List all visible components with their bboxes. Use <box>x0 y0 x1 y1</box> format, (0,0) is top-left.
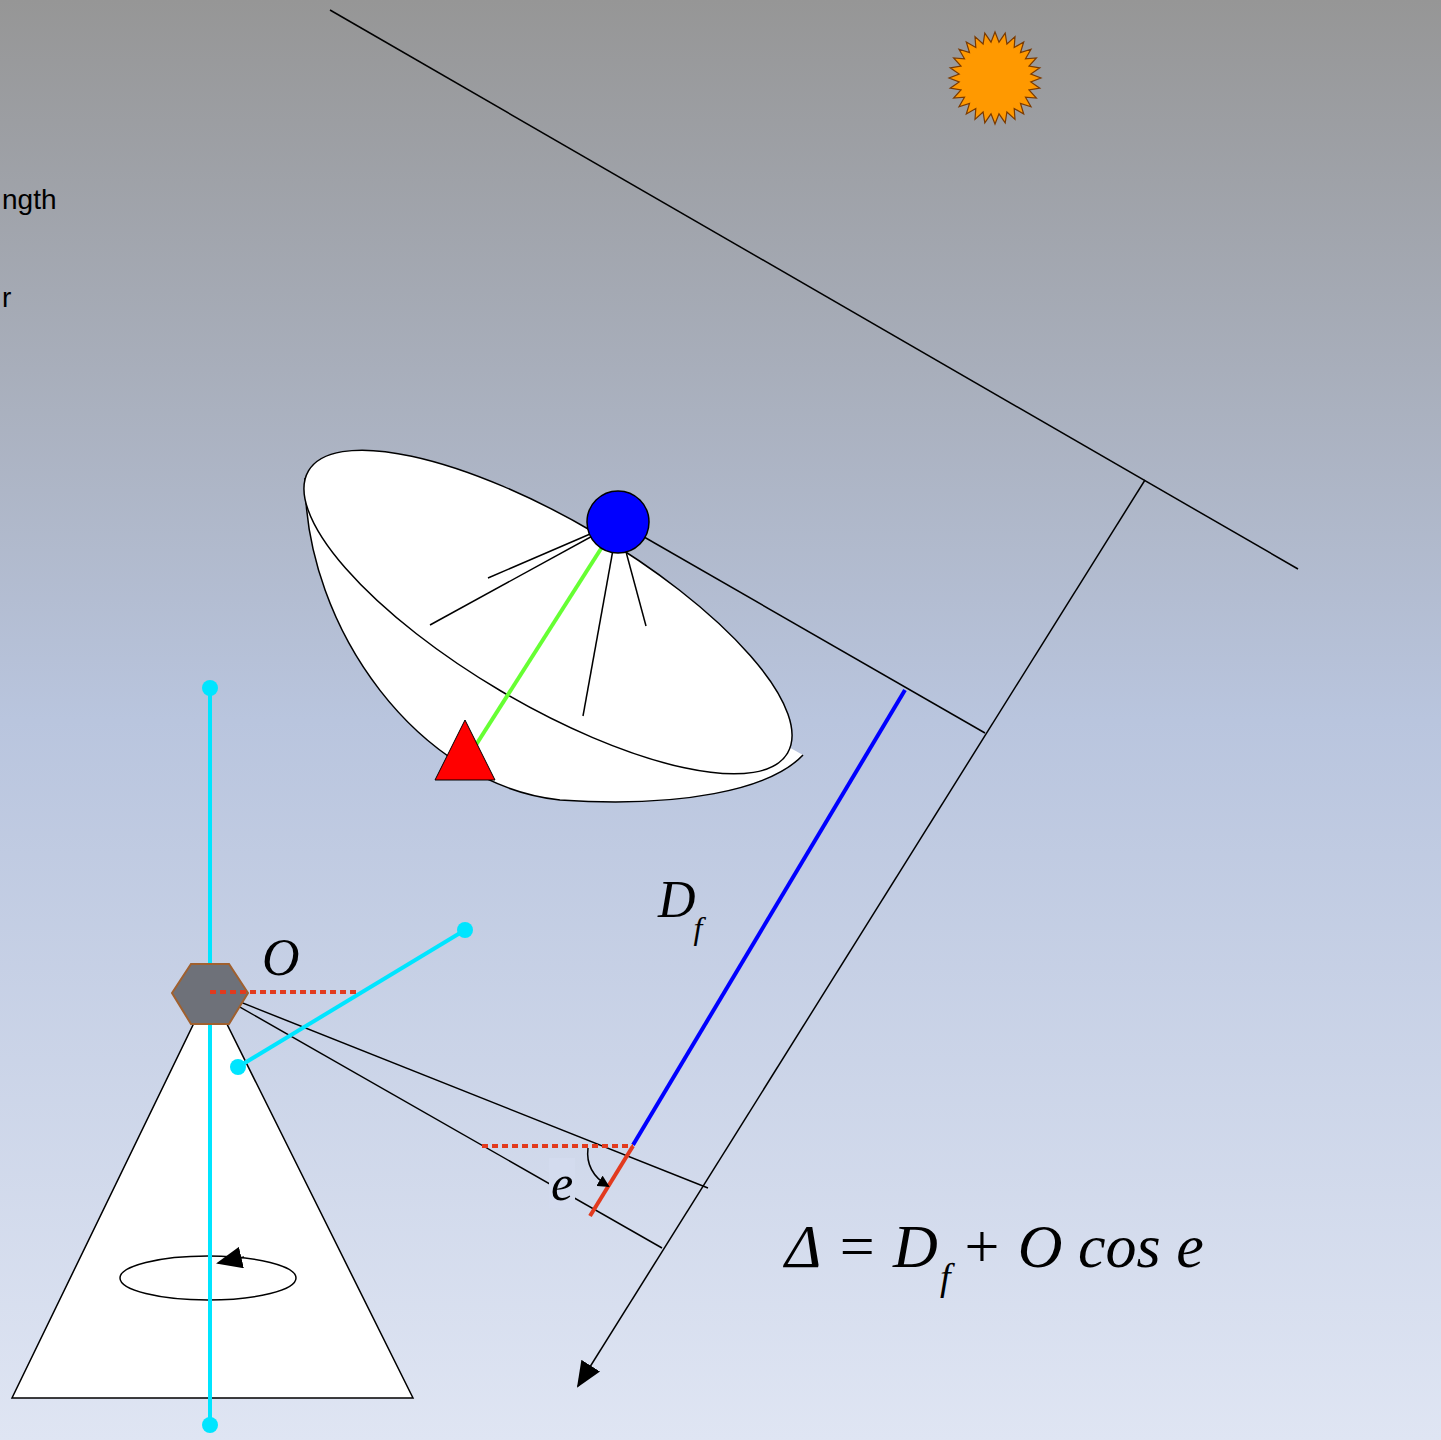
rotation-arrow <box>218 1257 244 1263</box>
focus-marker <box>587 491 649 553</box>
feed-support <box>474 522 618 748</box>
subscript: f <box>694 912 703 944</box>
elevation-axis <box>230 922 473 1075</box>
offset-projection <box>590 1146 633 1216</box>
offset-line <box>210 990 360 994</box>
elevation-symbol: e <box>549 1158 575 1208</box>
cut-label: r <box>2 284 11 312</box>
sun-burst <box>949 32 1041 124</box>
path-length-line <box>633 690 905 1145</box>
equation-part: Δ = D <box>785 1215 938 1277</box>
azimuth-axis <box>202 680 218 1433</box>
sun-symbol <box>949 32 1041 124</box>
pedestal <box>12 990 413 1398</box>
vertex-marker <box>435 720 495 780</box>
equation-part: + O cos e <box>960 1215 1203 1277</box>
dish-rim <box>262 392 834 833</box>
path-symbol: D <box>658 874 696 926</box>
offset-symbol: O <box>262 932 300 984</box>
equation-subscript: f <box>940 1258 951 1296</box>
horizontal-reference <box>482 1144 633 1148</box>
angle-arc <box>588 1148 608 1186</box>
cut-label: ngth <box>2 186 57 214</box>
